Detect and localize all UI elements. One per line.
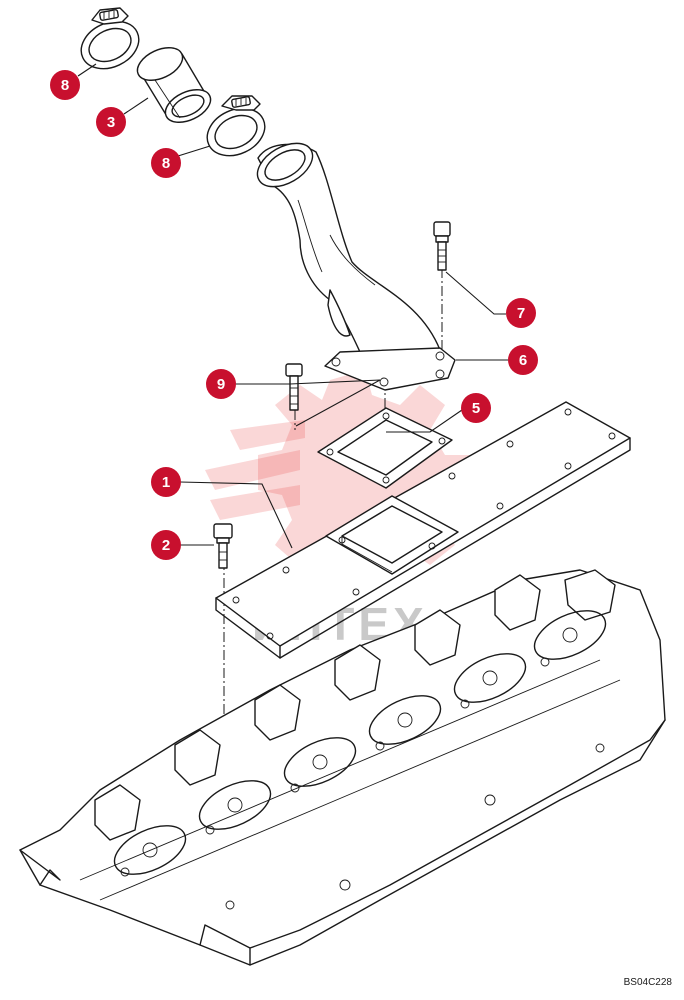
intake-elbow-pipe — [256, 142, 456, 391]
callout-9: 9 — [206, 369, 236, 399]
callout-7-label: 7 — [517, 305, 525, 322]
leader-lines — [77, 63, 508, 549]
callout-2-label: 2 — [162, 537, 170, 554]
callout-1: 1 — [151, 467, 181, 497]
flange-bolt-upper — [433, 221, 451, 271]
flange-bolt-lower — [285, 363, 303, 411]
flange-gasket — [317, 407, 453, 489]
callout-5: 5 — [461, 393, 491, 423]
callout-6: 6 — [508, 345, 538, 375]
callout-9-label: 9 — [217, 376, 225, 393]
callout-3: 3 — [96, 107, 126, 137]
callout-7: 7 — [506, 298, 536, 328]
callout-8-mid-label: 8 — [162, 155, 170, 172]
hose-clamp-lower — [206, 95, 266, 157]
cylinder-head — [19, 569, 666, 966]
rubber-hose-sleeve — [136, 47, 212, 123]
callout-6-label: 6 — [519, 352, 527, 369]
cover-bolt — [213, 523, 233, 569]
callout-8-top: 8 — [50, 70, 80, 100]
callout-8-mid: 8 — [151, 148, 181, 178]
intake-manifold-cover — [215, 401, 631, 659]
callout-5-label: 5 — [472, 400, 480, 417]
drawing-code: BS04C228 — [623, 977, 672, 988]
callout-2: 2 — [151, 530, 181, 560]
callout-8-top-label: 8 — [61, 77, 69, 94]
callout-3-label: 3 — [107, 114, 115, 131]
callout-1-label: 1 — [162, 474, 170, 491]
hose-clamp-upper — [80, 7, 140, 70]
